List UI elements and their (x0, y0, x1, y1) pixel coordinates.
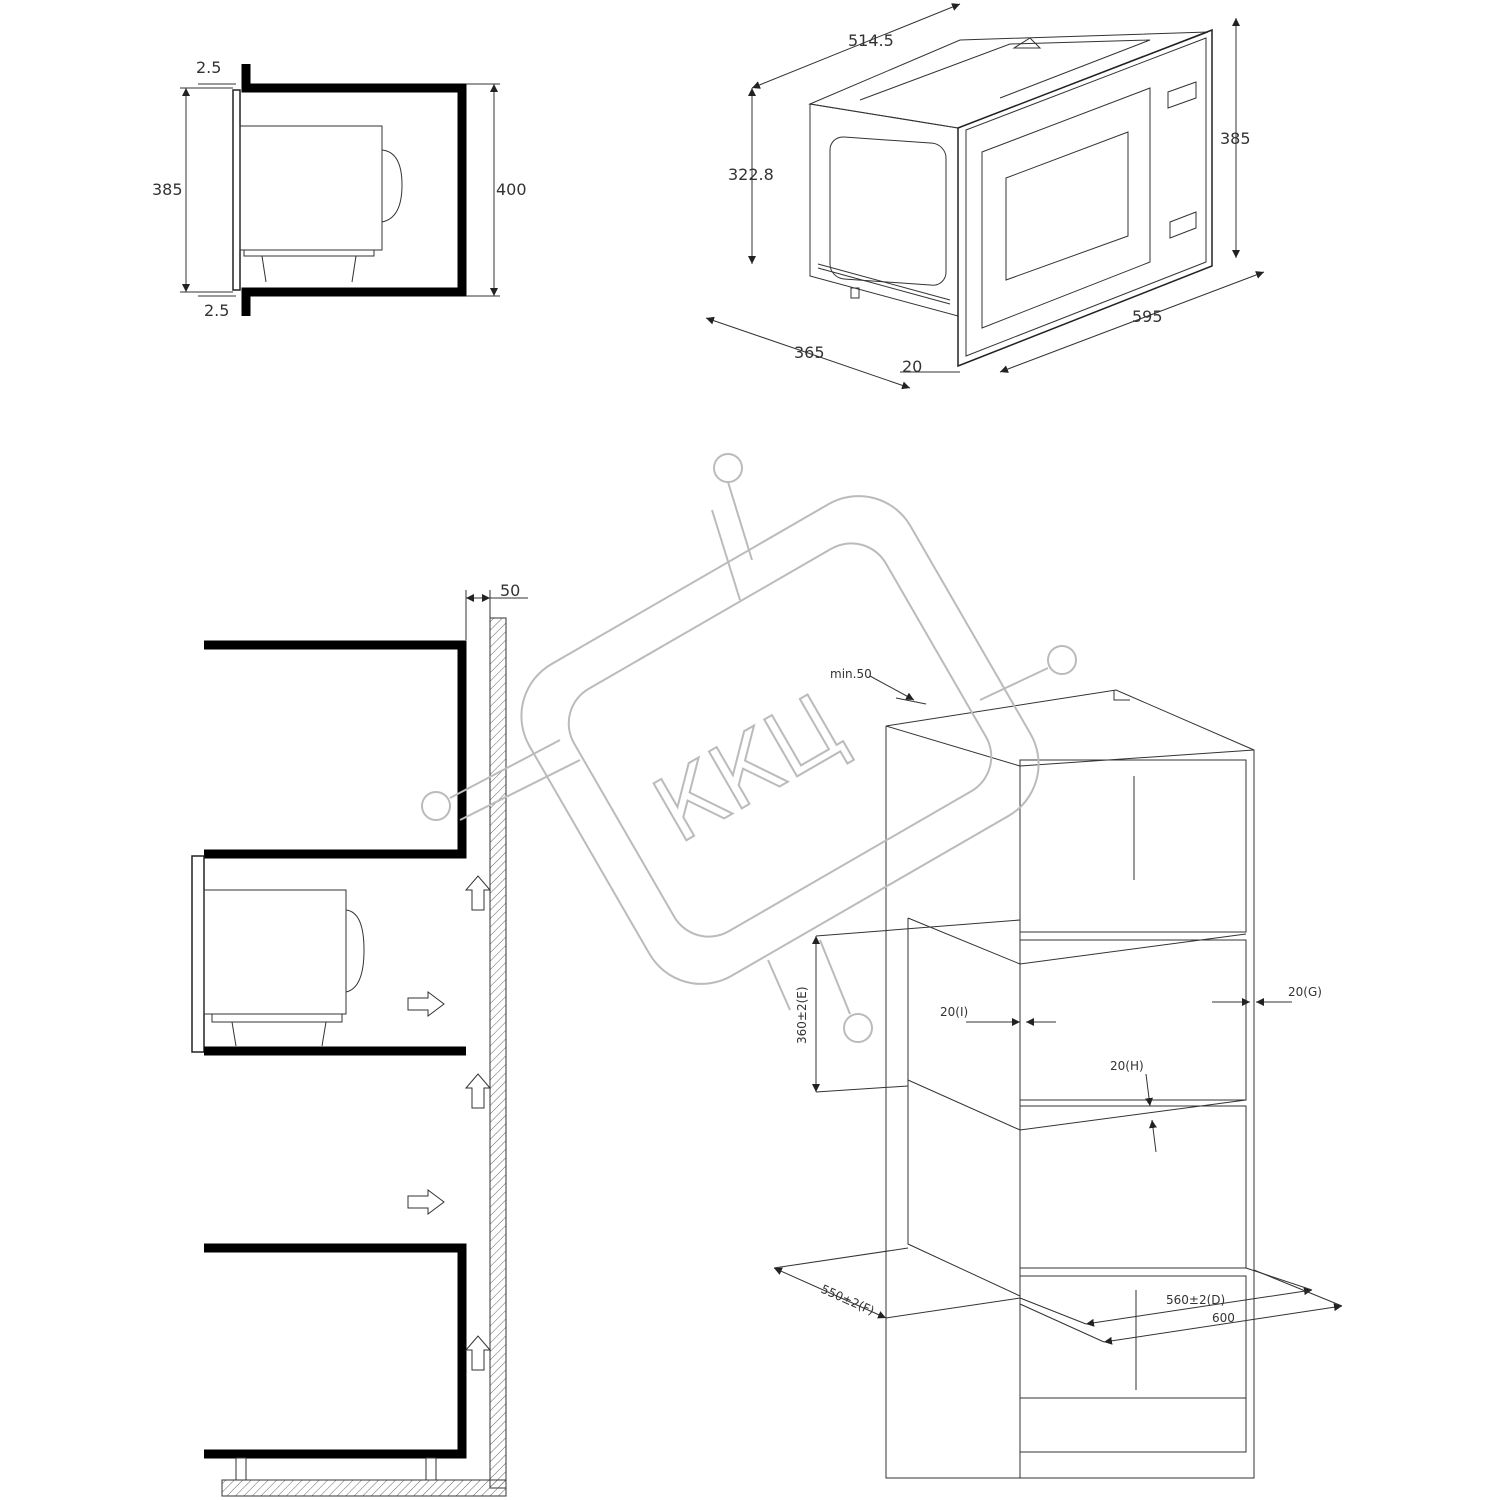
dim-top-gap: 2.5 (196, 58, 221, 77)
airflow-right-arrow (407, 991, 445, 1017)
dim-front-height: 385 (1220, 129, 1251, 148)
button-panel (1169, 211, 1197, 239)
appliance-back-bump (381, 149, 403, 223)
iso-view: 514.5 322.8 385 365 20 595 (705, 3, 1265, 390)
lower-cabinet (204, 1243, 467, 1459)
body-side (809, 103, 959, 317)
dim-min-gap: min.50 (830, 667, 872, 681)
dim-frame: 20 (902, 357, 922, 376)
dim-wall-gap: 50 (500, 581, 520, 600)
watermark-frame-outer (520, 495, 1040, 985)
upper-cabinet (204, 640, 467, 859)
dim-body-depth: 365 (794, 343, 825, 362)
microwave-front (191, 855, 205, 1053)
dim-bottom-gap: 2.5 (204, 301, 229, 320)
dim-f: 550±2(F) (819, 1282, 877, 1318)
microwave-body (203, 889, 347, 1015)
niche-outline (241, 64, 467, 316)
dim-i: 20(I) (940, 1005, 968, 1019)
cabinet-view: min.50 360±2(E) 20(I) 20(G) 20(H) 550±2(… (773, 667, 1343, 1479)
floor (221, 1479, 507, 1497)
watermark-text: ККЦ (637, 674, 861, 864)
display (1167, 81, 1197, 109)
dim-appliance-height: 385 (152, 180, 183, 199)
wall (489, 617, 507, 1489)
dim-total-depth: 514.5 (848, 31, 894, 50)
dim-d: 560±2(D) (1166, 1293, 1225, 1307)
microwave-compartment (1019, 939, 1247, 1101)
front-panel-iso (957, 28, 1213, 368)
dim-niche-height: 400 (496, 180, 527, 199)
dim-g: 20(G) (1288, 985, 1322, 999)
dim-600: 600 (1212, 1311, 1235, 1325)
dim-e: 360±2(E) (795, 986, 809, 1044)
dim-body-height: 322.8 (728, 165, 774, 184)
door-window (981, 87, 1151, 329)
appliance-base (243, 249, 375, 257)
side-view: 2.5 2.5 385 400 (152, 58, 527, 320)
airflow-up-arrow (464, 1335, 492, 1371)
dim-width: 595 (1132, 307, 1163, 326)
airflow-up-arrow (464, 875, 492, 911)
appliance-body (239, 125, 383, 251)
dim-h: 20(H) (1110, 1059, 1144, 1073)
column-view: 50 (191, 581, 528, 1497)
watermark-frame-inner (567, 542, 993, 938)
watermark: ККЦ (421, 453, 1077, 1043)
airflow-up-arrow (464, 1073, 492, 1109)
front-panel (232, 89, 241, 291)
airflow-right-arrow (407, 1189, 445, 1215)
